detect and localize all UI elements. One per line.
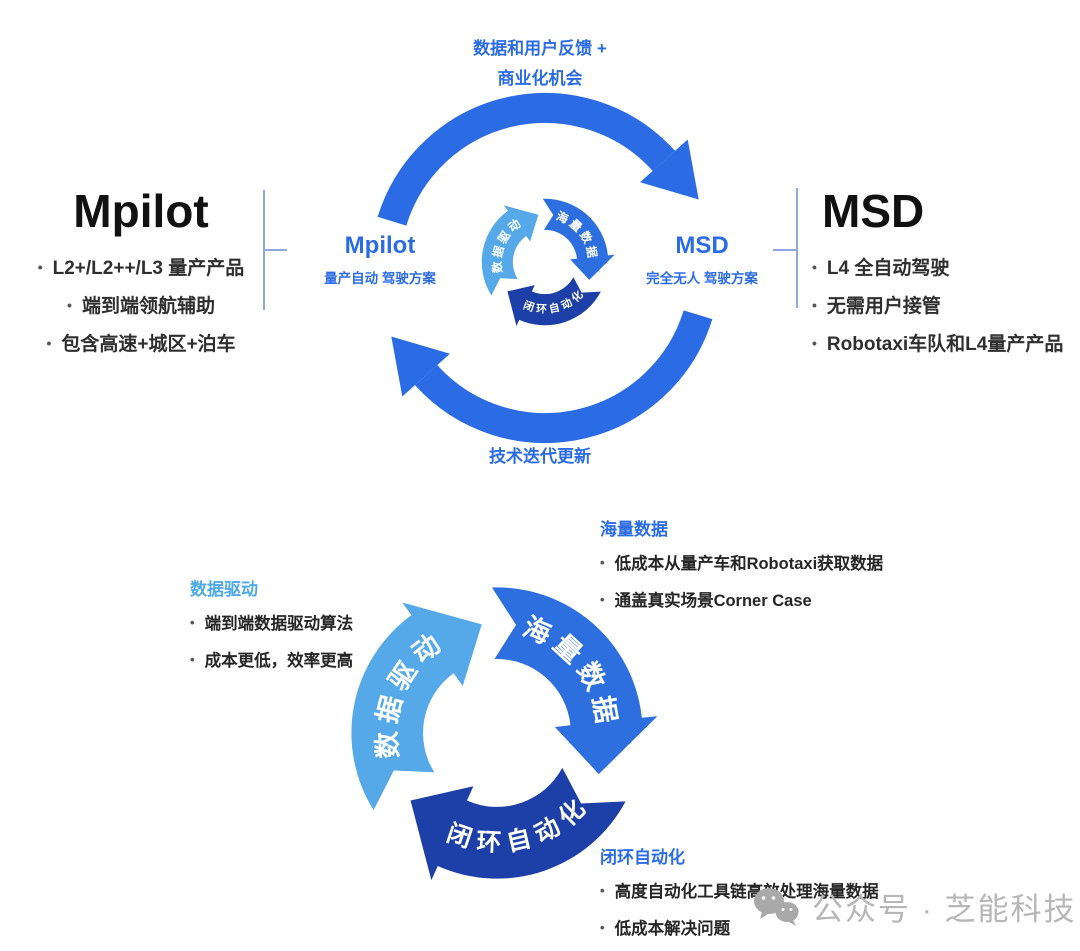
annotation-data-driven-bullet-1: 端到端数据驱动算法 bbox=[190, 606, 500, 643]
annotation-massive-data-list: 低成本从量产车和Robotaxi获取数据 通盖真实场景Corner Case bbox=[600, 546, 1030, 620]
msd-bullet-2: 无需用户接管 bbox=[812, 288, 1080, 326]
top-caption: 数据和用户反馈 + 商业化机会 bbox=[0, 34, 1080, 94]
msd-bullet-1: L4 全自动驾驶 bbox=[812, 250, 1080, 288]
annotation-data-driven-list: 端到端数据驱动算法 成本更低，效率更高 bbox=[190, 606, 500, 680]
msd-bullet-3: Robotaxi车队和L4量产产品 bbox=[812, 326, 1080, 364]
watermark: 公众号 · 芝能科技 bbox=[752, 884, 1077, 929]
segment-massive-data bbox=[542, 198, 615, 280]
mpilot-heading: Mpilot bbox=[73, 185, 209, 237]
annotation-data-driven-title: 数据驱动 bbox=[190, 580, 258, 599]
annotation-data-driven-bullet-2: 成本更低，效率更高 bbox=[190, 643, 500, 680]
top-caption-line1: 数据和用户反馈 + bbox=[473, 39, 607, 58]
annotation-closed-loop-title: 闭环自动化 bbox=[600, 848, 685, 867]
cycle-arrows bbox=[377, 92, 713, 444]
right-bracket-line bbox=[796, 188, 798, 308]
msd-heading: MSD bbox=[822, 185, 925, 237]
annotation-closed-loop-bullet-2: 低成本解决问题 bbox=[600, 911, 1040, 948]
mpilot-center-label: Mpilot 量产自动 驾驶方案 bbox=[300, 232, 460, 287]
mpilot-bullet-1: L2+/L2++/L3 量产产品 bbox=[22, 250, 260, 288]
mpilot-center-title: Mpilot bbox=[344, 232, 416, 259]
annotation-closed-loop-bullet-1: 高度自动化工具链高效处理海量数据 bbox=[600, 874, 1040, 911]
top-caption-line2: 商业化机会 bbox=[497, 68, 583, 88]
mpilot-bullet-3: 包含高速+城区+泊车 bbox=[22, 326, 260, 364]
msd-center-subtitle: 完全无人 驾驶方案 bbox=[646, 271, 758, 286]
bottom-caption: 技术迭代更新 bbox=[489, 447, 591, 466]
watermark-text: 公众号 · 芝能科技 bbox=[812, 892, 1077, 927]
msd-center-title: MSD bbox=[675, 232, 729, 259]
segment-closed-loop bbox=[410, 767, 626, 881]
annotation-data-driven: 数据驱动 端到端数据驱动算法 成本更低，效率更高 bbox=[190, 575, 500, 680]
right-bracket-tick bbox=[773, 249, 797, 251]
segment-data-driven bbox=[481, 205, 539, 296]
annotation-massive-data-bullet-1: 低成本从量产车和Robotaxi获取数据 bbox=[600, 546, 1030, 583]
annotation-massive-data-bullet-2: 通盖真实场景Corner Case bbox=[600, 583, 1030, 620]
cycle-arrow-top-arc bbox=[377, 92, 676, 226]
mpilot-panel: Mpilot L2+/L2++/L3 量产产品 端到端领航辅助 包含高速+城区+… bbox=[22, 188, 260, 364]
mpilot-bullet-2: 端到端领航辅助 bbox=[22, 288, 260, 326]
cycle-arrow-bottom-arc bbox=[414, 310, 713, 444]
annotation-massive-data-title: 海量数据 bbox=[600, 520, 668, 539]
segment-massive-data bbox=[491, 587, 658, 775]
cycle-arrow-bottom-head-icon bbox=[391, 336, 450, 397]
annotation-closed-loop: 闭环自动化 高度自动化工具链高效处理海量数据 低成本解决问题 bbox=[600, 843, 1040, 948]
cycle-arrow-top-head-icon bbox=[640, 139, 699, 200]
annotation-massive-data: 海量数据 低成本从量产车和Robotaxi获取数据 通盖真实场景Corner C… bbox=[600, 515, 1030, 620]
mpilot-center-subtitle: 量产自动 驾驶方案 bbox=[324, 271, 436, 286]
wechat-icon bbox=[754, 887, 799, 926]
left-bracket-tick bbox=[263, 249, 287, 251]
flywheel-ring-large: 海量数据 闭环自动化 数据驱动 bbox=[351, 587, 658, 881]
segment-closed-loop bbox=[507, 277, 601, 326]
flywheel-ring-small: 海量数据 闭环自动化 数据驱动 bbox=[481, 198, 615, 326]
annotation-closed-loop-list: 高度自动化工具链高效处理海量数据 低成本解决问题 bbox=[600, 874, 1040, 948]
msd-bullet-list: L4 全自动驾驶 无需用户接管 Robotaxi车队和L4量产产品 bbox=[812, 250, 1080, 364]
msd-center-label: MSD 完全无人 驾驶方案 bbox=[622, 232, 782, 287]
mpilot-bullet-list: L2+/L2++/L3 量产产品 端到端领航辅助 包含高速+城区+泊车 bbox=[22, 250, 260, 364]
msd-panel: MSD L4 全自动驾驶 无需用户接管 Robotaxi车队和L4量产产品 bbox=[812, 188, 1080, 364]
